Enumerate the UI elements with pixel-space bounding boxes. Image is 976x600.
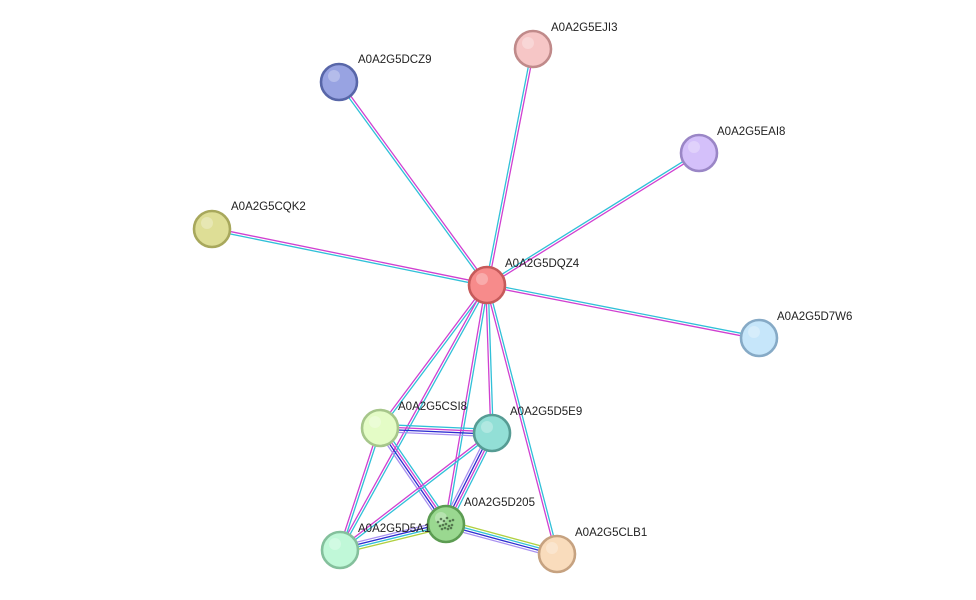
node-highlight (476, 273, 488, 285)
node-highlight (522, 37, 534, 49)
node-A0A2G5D5A1[interactable] (320, 530, 360, 570)
edge-line-experimental (378, 283, 487, 428)
node-highlight (328, 70, 340, 82)
edge-line-curated (340, 433, 494, 552)
node-highlight (688, 141, 700, 153)
edge-A0A2G5DQZ4-A0A2G5D205[interactable] (444, 284, 489, 525)
edge-A0A2G5CSI8-A0A2G5D205[interactable] (376, 425, 450, 527)
edge-A0A2G5DQZ4-A0A2G5EAI8[interactable] (486, 151, 700, 287)
edge-A0A2G5CSI8-A0A2G5D5A1[interactable] (338, 427, 382, 551)
edge-A0A2G5DQZ4-A0A2G5EJI3[interactable] (485, 48, 535, 286)
edge-A0A2G5DQZ4-A0A2G5D5E9[interactable] (485, 284, 494, 434)
edge-A0A2G5DQZ4-A0A2G5D5A1[interactable] (338, 284, 489, 551)
structure-icon (436, 516, 455, 531)
edge-line-curated (382, 425, 450, 523)
edge-line-experimental (487, 49, 535, 286)
node-highlight (329, 538, 341, 550)
edge-line-homology (376, 429, 444, 527)
edge-A0A2G5D5E9-A0A2G5D5A1[interactable] (338, 431, 494, 552)
edge-line-experimental (380, 426, 448, 524)
edge-line-curated (446, 285, 489, 525)
edge-A0A2G5DQZ4-A0A2G5CLB1[interactable] (485, 284, 559, 555)
node-label-A0A2G5D5E9: A0A2G5D5E9 (510, 406, 582, 418)
edge-line-experimental (485, 285, 492, 434)
nodes-layer (192, 29, 779, 574)
node-label-A0A2G5CLB1: A0A2G5CLB1 (575, 527, 647, 539)
edge-line-experimental (487, 153, 700, 287)
edge-line-experimental (486, 285, 759, 340)
node-highlight (369, 416, 381, 428)
node-label-A0A2G5EJI3: A0A2G5EJI3 (551, 22, 617, 34)
edge-line-experimental (338, 284, 487, 550)
edge-line-curated (337, 82, 487, 287)
node-A0A2G5DCZ9[interactable] (319, 62, 359, 102)
node-A0A2G5EAI8[interactable] (679, 133, 719, 173)
edge-A0A2G5DQZ4-A0A2G5CQK2[interactable] (211, 227, 488, 287)
node-A0A2G5EJI3[interactable] (513, 29, 553, 69)
edge-line-experimental (338, 427, 380, 550)
node-A0A2G5DQZ4[interactable] (467, 265, 507, 305)
edge-line-curated (486, 151, 699, 285)
edge-line-curated (487, 284, 559, 554)
node-A0A2G5D7W6[interactable] (739, 318, 779, 358)
node-label-A0A2G5DQZ4: A0A2G5DQZ4 (505, 258, 580, 270)
edge-line-experimental (444, 284, 487, 524)
node-label-A0A2G5D7W6: A0A2G5D7W6 (777, 311, 852, 323)
node-label-A0A2G5D5A1: A0A2G5D5A1 (358, 523, 430, 535)
edge-line-curated (340, 285, 489, 551)
edge-A0A2G5DQZ4-A0A2G5D7W6[interactable] (486, 283, 760, 340)
node-label-A0A2G5CQK2: A0A2G5CQK2 (231, 201, 306, 213)
edge-line-experimental (339, 80, 489, 285)
edge-line-curated (487, 283, 760, 338)
edge-line-experimental (485, 285, 557, 555)
edge-line-textmining (446, 519, 559, 552)
edge-line-experimental (212, 227, 488, 285)
node-A0A2G5CLB1[interactable] (537, 534, 577, 574)
edge-line-coexpression (378, 428, 446, 526)
node-A0A2G5CQK2[interactable] (192, 209, 232, 249)
edge-line-experimental (338, 431, 492, 550)
node-label-A0A2G5D205: A0A2G5D205 (464, 497, 535, 509)
node-highlight (201, 217, 213, 229)
edge-A0A2G5DQZ4-A0A2G5CSI8[interactable] (378, 283, 489, 430)
edge-line-homology (444, 526, 557, 559)
node-highlight (546, 542, 558, 554)
edge-line-curated (487, 284, 494, 433)
node-label-A0A2G5CSI8: A0A2G5CSI8 (398, 401, 467, 413)
edge-line-curated (340, 428, 382, 551)
labels-layer: A0A2G5DQZ4 A0A2G5EJI3A0A2G5DCZ9A0A2G5EAI8… (231, 22, 852, 539)
node-label-A0A2G5EAI8: A0A2G5EAI8 (717, 126, 785, 138)
node-label-A0A2G5DCZ9: A0A2G5DCZ9 (358, 54, 432, 66)
edge-line-curated (211, 229, 487, 287)
edge-line-curated (380, 285, 489, 430)
node-highlight (481, 421, 493, 433)
edge-line-curated (485, 48, 533, 285)
node-A0A2G5CSI8[interactable] (360, 408, 400, 448)
node-A0A2G5D5E9[interactable] (472, 413, 512, 453)
edge-A0A2G5DQZ4-A0A2G5DCZ9[interactable] (337, 80, 489, 287)
node-highlight (748, 326, 760, 338)
